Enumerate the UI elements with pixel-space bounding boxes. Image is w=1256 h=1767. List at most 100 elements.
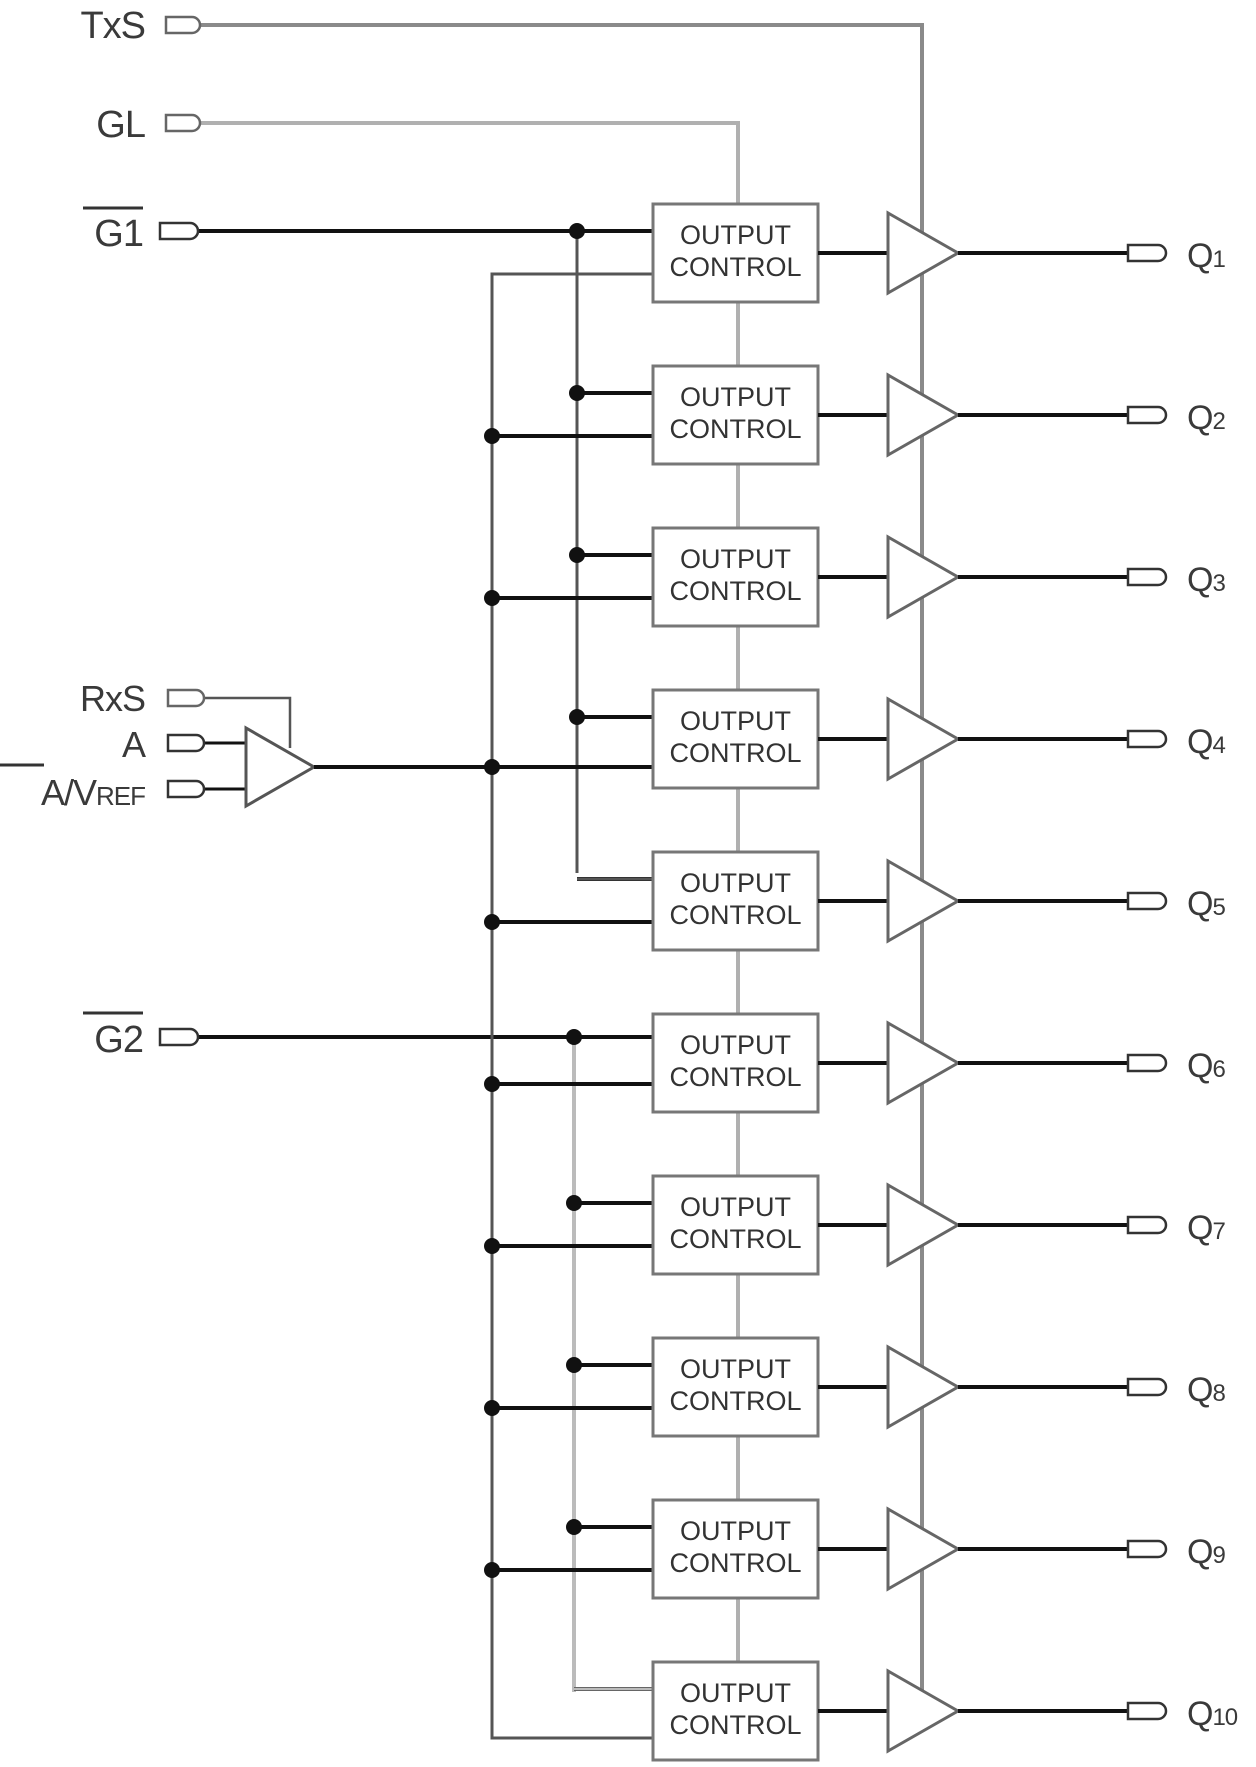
output-control-block [651,364,820,466]
output-label-sub: 10 [1212,1704,1237,1731]
a-pin [166,733,206,753]
output-label-main: Q [1187,237,1212,275]
output-control-block [651,1336,820,1438]
output-buffer-triangle [886,1020,962,1106]
output-label-main: Q [1187,1533,1212,1571]
gl-label: GL [96,104,145,146]
output-pin [1126,1377,1168,1397]
junction-dot [484,590,500,606]
g1-label: G1 [94,213,143,255]
output-control-line2: CONTROL [669,1710,801,1740]
output-label-main: Q [1187,1695,1212,1733]
output-label-sub: 5 [1212,894,1225,921]
output-control-block [651,1012,820,1114]
output-control-line1: OUTPUT [680,1354,791,1384]
output-label-sub: 2 [1212,408,1225,435]
output-label: Q2 [1187,399,1225,437]
junction-dot [484,1562,500,1578]
output-label: Q5 [1187,885,1225,923]
junction-dot [484,914,500,930]
output-pin [1126,1539,1168,1559]
output-control-block [651,202,820,304]
output-control-line2: CONTROL [669,738,801,768]
output-label-sub: 7 [1212,1218,1225,1245]
junction-dot [569,223,585,239]
output-control-block [651,1660,820,1762]
input-pins [158,15,206,1047]
g2-label: G2 [94,1019,143,1061]
output-buffer-triangle [886,858,962,944]
junction-dot [569,709,585,725]
output-pin [1126,1215,1168,1235]
output-control-line2: CONTROL [669,576,801,606]
output-buffer-triangle [886,210,962,296]
junction-dot [566,1357,582,1373]
data-bus [490,272,653,1740]
output-control-line2: CONTROL [669,414,801,444]
output-control-line1: OUTPUT [680,382,791,412]
output-control-block [651,850,820,952]
junction-dot [566,1195,582,1211]
output-label-main: Q [1187,885,1212,923]
output-control-block [651,526,820,628]
output-pin [1126,567,1168,587]
rxs-wire [183,696,292,748]
junction-dot [566,1029,582,1045]
avref-pin [166,779,206,799]
output-label: Q3 [1187,561,1225,599]
output-control-line2: CONTROL [669,1386,801,1416]
output-label: Q8 [1187,1371,1225,1409]
input-buffer-triangle [244,725,318,809]
junction-dot [566,1519,582,1535]
output-buffer-triangle [886,1506,962,1592]
output-control-line1: OUTPUT [680,1516,791,1546]
avref-main-text: A/V [41,772,97,813]
output-label-main: Q [1187,1047,1212,1085]
output-pin [1126,729,1168,749]
output-control-line1: OUTPUT [680,1678,791,1708]
output-buffer-triangle [886,534,962,620]
output-control-block [651,688,820,790]
output-label: Q6 [1187,1047,1225,1085]
output-label-sub: 4 [1212,732,1225,759]
output-control-line2: CONTROL [669,252,801,282]
output-label: Q7 [1187,1209,1225,1247]
txs-wire [183,23,924,1715]
gl-pin [164,113,202,133]
avref-label: A/VREF [41,772,145,813]
g1-pin [158,221,200,241]
output-buffer-triangle [886,1344,962,1430]
output-buffer-triangle [886,1668,962,1754]
input-labels: TxS GL G1 RxS A A/VREF G2 [0,5,147,1061]
junction-dot [569,385,585,401]
output-control-line2: CONTROL [669,1548,801,1578]
output-label-sub: 3 [1212,570,1225,597]
output-control-line2: CONTROL [669,900,801,930]
rxs-label: RxS [80,678,145,719]
junction-dot [484,1076,500,1092]
a-label: A [122,724,146,765]
output-label-main: Q [1187,1209,1212,1247]
output-label-sub: 6 [1212,1056,1225,1083]
output-pin [1126,1701,1168,1721]
junction-dot [484,1238,500,1254]
txs-label: TxS [80,5,145,47]
junction-dot [569,547,585,563]
output-label: Q4 [1187,723,1225,761]
output-control-line2: CONTROL [669,1062,801,1092]
g2-pin [158,1027,200,1047]
output-label-sub: 9 [1212,1542,1225,1569]
junction-dot [484,1400,500,1416]
output-control-block [651,1174,820,1276]
output-control-line1: OUTPUT [680,220,791,250]
output-label: Q10 [1187,1695,1238,1733]
output-control-line1: OUTPUT [680,544,791,574]
output-label: Q9 [1187,1533,1225,1571]
